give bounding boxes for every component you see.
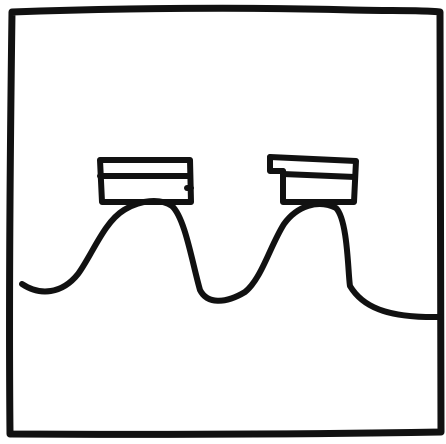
cap-left-icon — [100, 160, 191, 202]
cap-right-icon — [270, 157, 356, 202]
wave-icon — [22, 201, 440, 317]
frame-icon — [10, 8, 441, 434]
